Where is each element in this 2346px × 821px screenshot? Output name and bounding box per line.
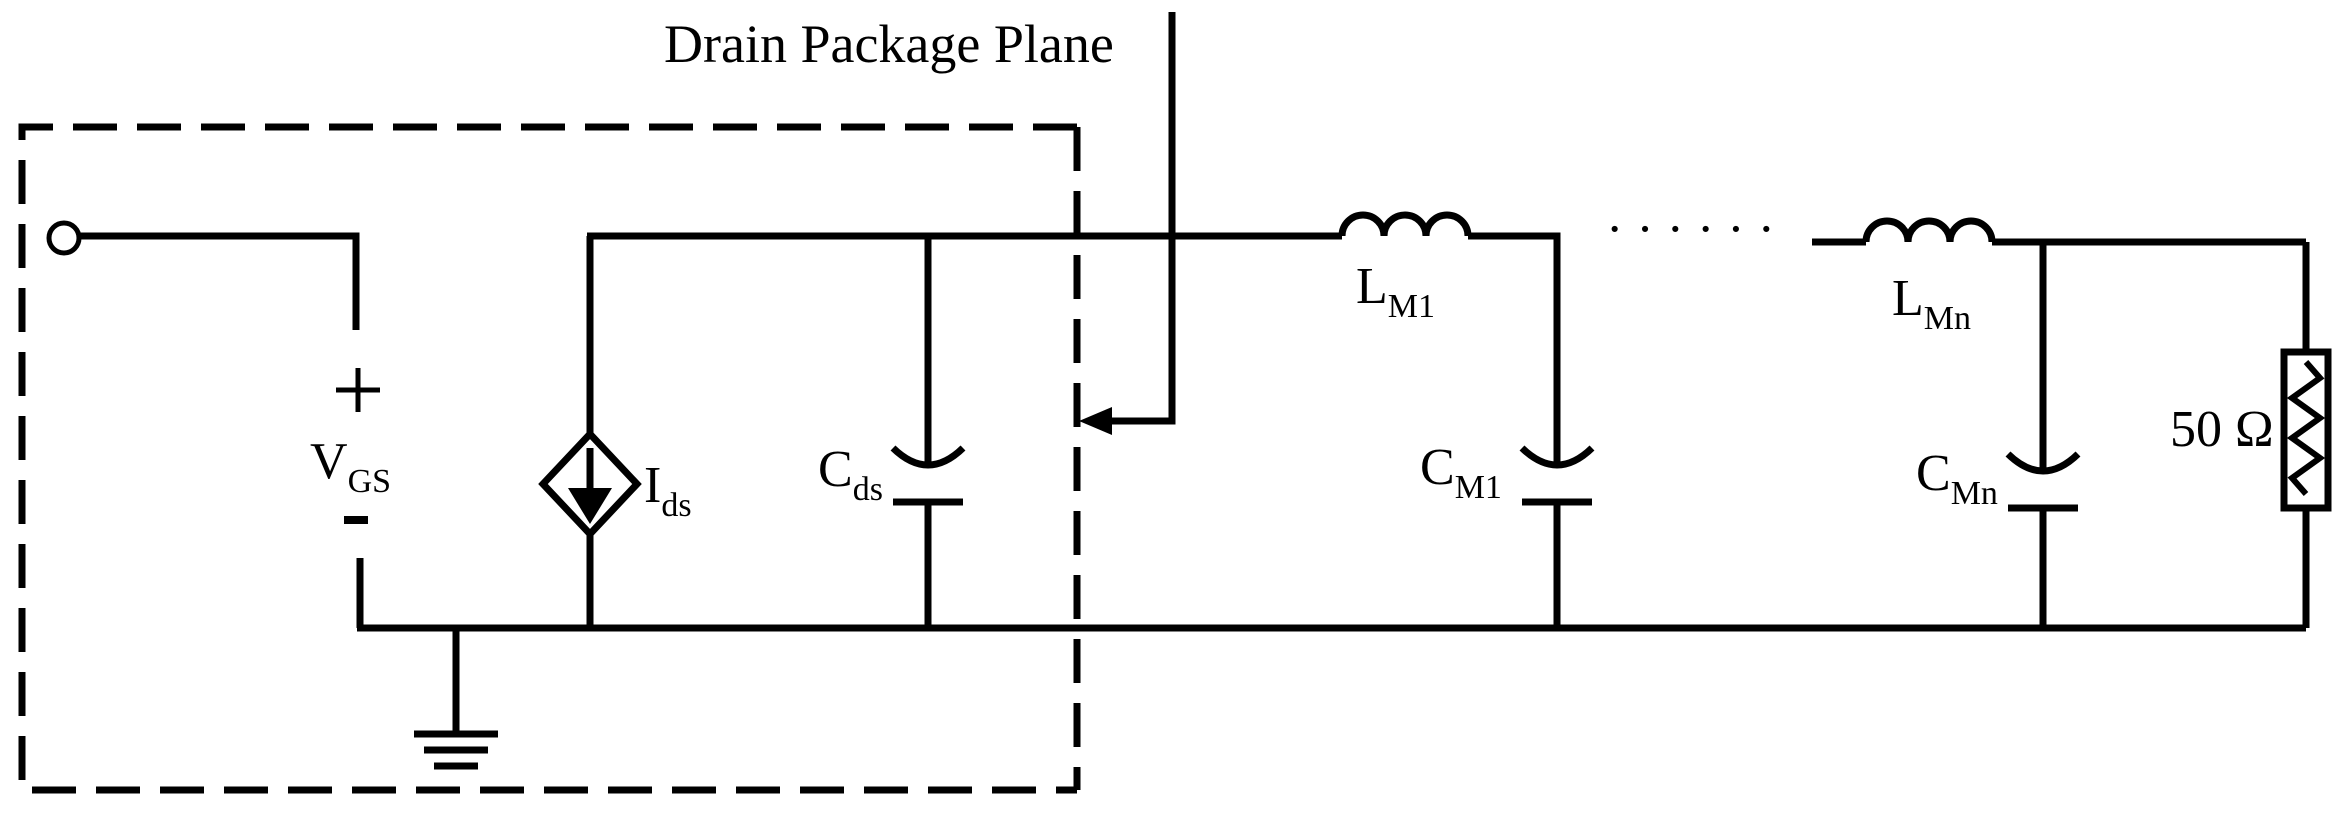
lm1-inductor-icon: [1338, 211, 1472, 237]
cds-label-main: C: [818, 441, 853, 498]
cmn-curved-plate: [2005, 451, 2081, 475]
cds-label-sub: ds: [853, 471, 883, 508]
cds-label: Cds: [818, 441, 883, 508]
lm1-output-wire: [1468, 232, 1561, 462]
cds-curved-plate: [890, 445, 966, 469]
vgs-label-sub: GS: [348, 463, 391, 500]
ellipsis: · · · · · ·: [1606, 201, 1775, 258]
vgs-label-main: V: [310, 433, 348, 490]
cm1-label-main: C: [1420, 439, 1455, 496]
lm1-label: LM1: [1356, 258, 1435, 325]
cmn-label: CMn: [1916, 445, 1998, 512]
gate-terminal: [46, 220, 82, 256]
plane-pointer-line: [1104, 12, 1176, 425]
package-boundary: [18, 123, 1077, 794]
resistor-zigzag: [2286, 360, 2326, 496]
ground-icon: [414, 730, 498, 770]
load-label: 50 Ω: [2170, 401, 2274, 458]
plane-pointer-arrowhead: [1079, 407, 1112, 435]
lmn-label-sub: Mn: [1924, 300, 1971, 337]
cmn-label-main: C: [1916, 445, 1951, 502]
cmn-label-sub: Mn: [1951, 475, 1998, 512]
ids-arrow-head: [568, 488, 612, 524]
cm1-label: CM1: [1420, 439, 1502, 506]
cm1-curved-plate: [1519, 445, 1595, 469]
lmn-label-main: L: [1892, 270, 1924, 327]
lmn-label: LMn: [1892, 270, 1971, 337]
diagram-title: Drain Package Plane: [664, 14, 1114, 74]
vgs-label: VGS: [310, 433, 391, 500]
ids-label-sub: ds: [661, 487, 691, 524]
gate-wire: [79, 232, 360, 330]
cm1-label-sub: M1: [1455, 469, 1502, 506]
lm1-label-main: L: [1356, 258, 1388, 315]
ids-label: Ids: [644, 457, 692, 524]
lm1-label-sub: M1: [1388, 288, 1435, 325]
lmn-inductor-icon: [1862, 217, 1996, 243]
ids-label-main: I: [644, 457, 661, 514]
